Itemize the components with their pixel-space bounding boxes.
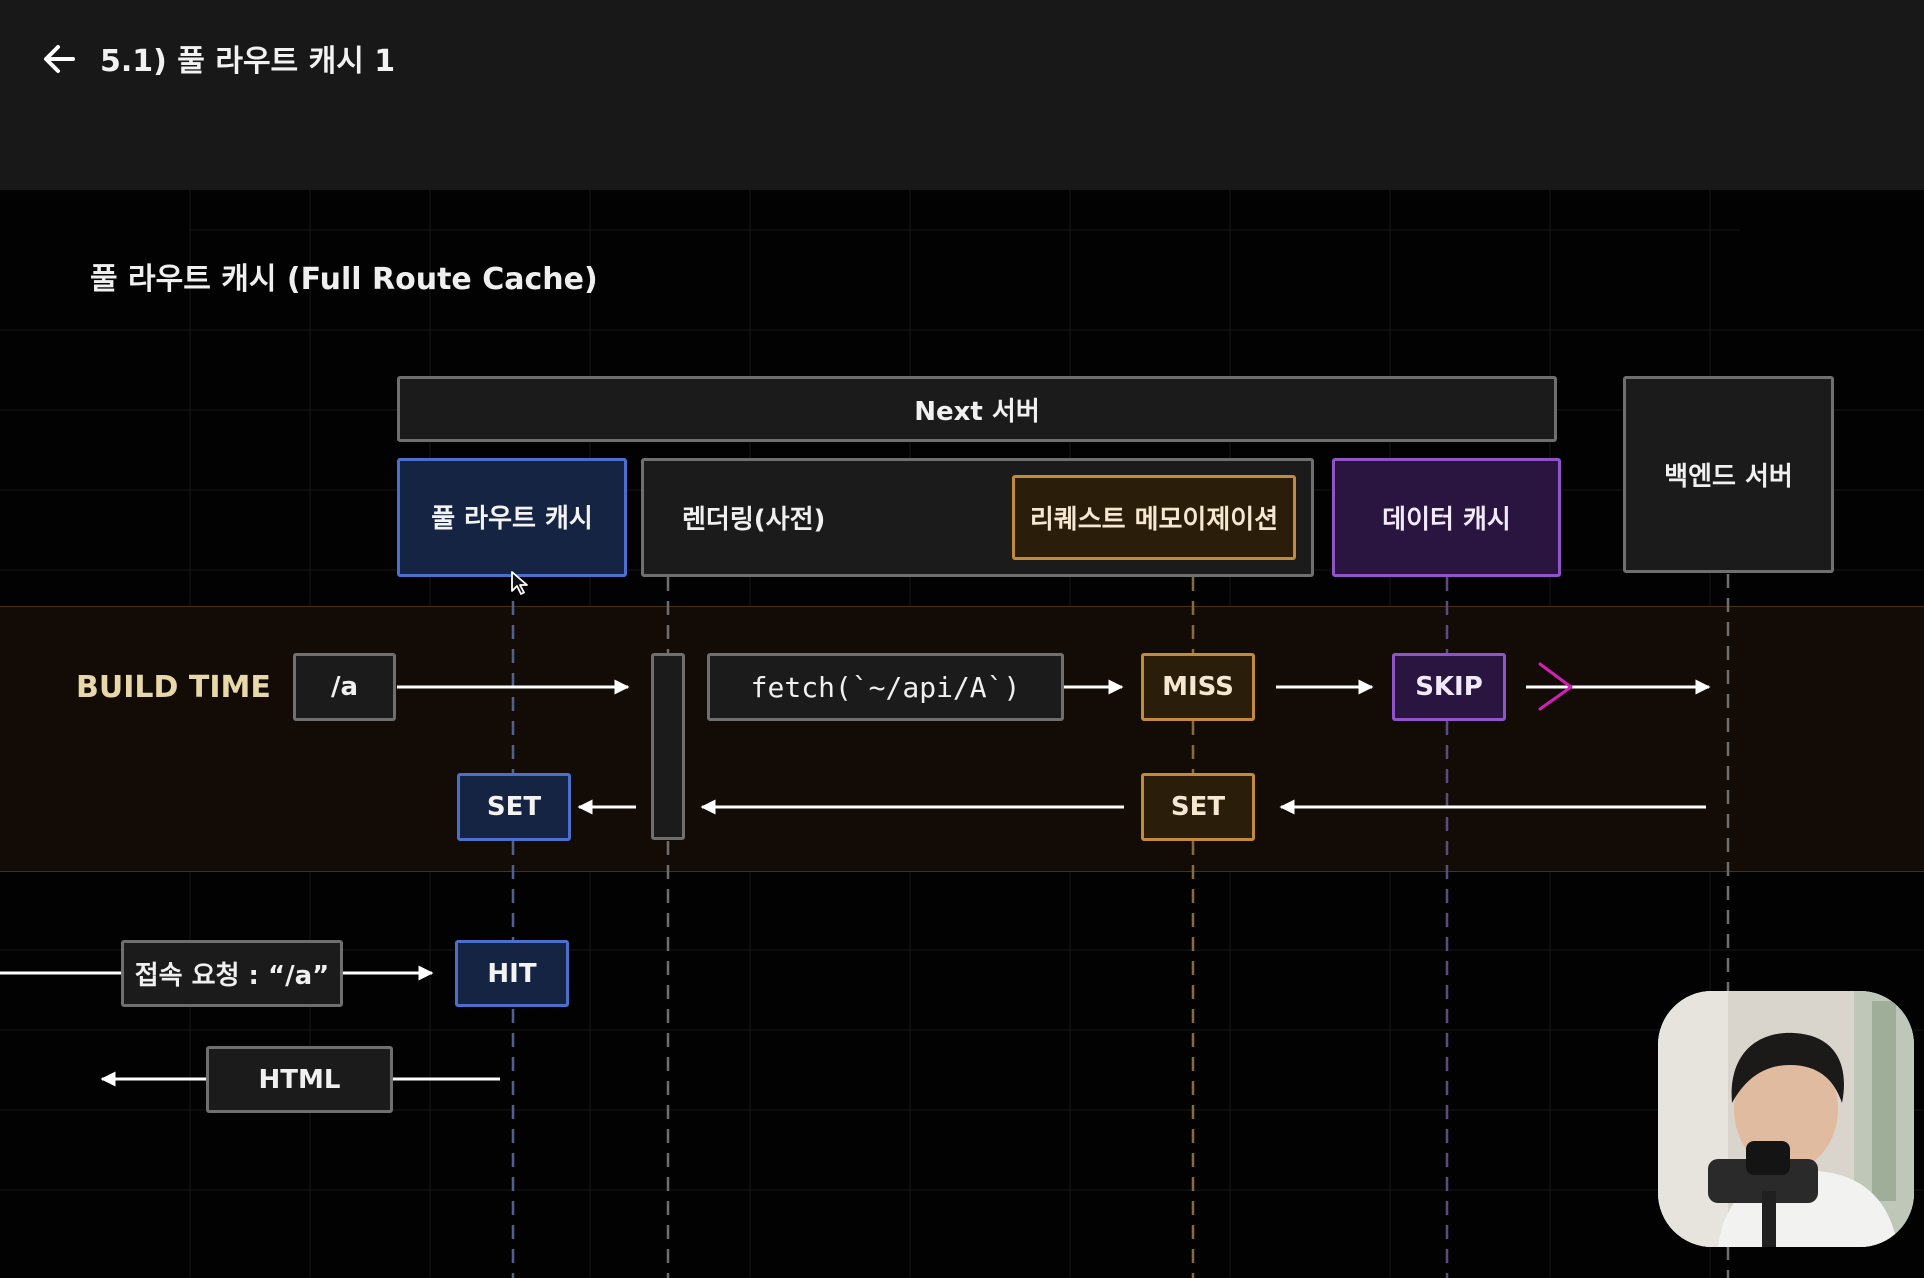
diagram-stage: 풀 라우트 캐시 (Full Route Cache) <box>0 190 1924 1278</box>
route-a-box: /a <box>293 653 396 721</box>
render-bar <box>651 653 685 840</box>
access-request-label: 접속 요청 : “/a” <box>134 961 330 991</box>
route-a-label: /a <box>330 672 359 702</box>
top-bar: 5.1) 풀 라우트 캐시 1 <box>0 0 1924 190</box>
html-box: HTML <box>206 1046 393 1113</box>
set-full-route-box: SET <box>457 773 571 841</box>
diagram-title: 풀 라우트 캐시 (Full Route Cache) <box>90 262 598 297</box>
next-server-label: Next 서버 <box>914 396 1040 427</box>
build-time-band <box>0 606 1924 872</box>
next-server-box: Next 서버 <box>397 376 1557 442</box>
miss-box: MISS <box>1141 653 1255 721</box>
backend-server-box: 백엔드 서버 <box>1623 376 1834 573</box>
data-cache-label: 데이터 캐시 <box>1382 505 1511 535</box>
skip-box: SKIP <box>1392 653 1506 721</box>
miss-label: MISS <box>1162 672 1234 702</box>
data-cache-box: 데이터 캐시 <box>1332 458 1561 577</box>
build-time-label: BUILD TIME <box>76 670 271 705</box>
set-memo-box: SET <box>1141 773 1255 841</box>
hit-box: HIT <box>455 940 569 1007</box>
set-memo-label: SET <box>1170 792 1226 822</box>
hit-label: HIT <box>487 958 537 989</box>
fetch-call-label: fetch(`~/api/A`) <box>750 670 1021 704</box>
full-route-cache-box: 풀 라우트 캐시 <box>397 458 627 577</box>
arrow-left-icon[interactable] <box>40 40 78 78</box>
access-request-box: 접속 요청 : “/a” <box>121 940 343 1007</box>
skip-label: SKIP <box>1415 672 1483 702</box>
presenter-video-icon <box>1658 991 1914 1247</box>
page-title: 5.1) 풀 라우트 캐시 1 <box>100 44 396 79</box>
fetch-call-box: fetch(`~/api/A`) <box>707 653 1064 721</box>
html-label: HTML <box>258 1064 341 1095</box>
request-memoization-label: 리퀘스트 메모이제이션 <box>1029 505 1279 535</box>
request-memoization-box: 리퀘스트 메모이제이션 <box>1012 475 1296 560</box>
set-full-route-label: SET <box>486 792 542 822</box>
mouse-cursor-icon <box>511 571 528 595</box>
rendering-label: 렌더링(사전) <box>682 505 826 535</box>
full-route-cache-label: 풀 라우트 캐시 <box>431 504 593 534</box>
backend-server-label: 백엔드 서버 <box>1664 462 1793 492</box>
